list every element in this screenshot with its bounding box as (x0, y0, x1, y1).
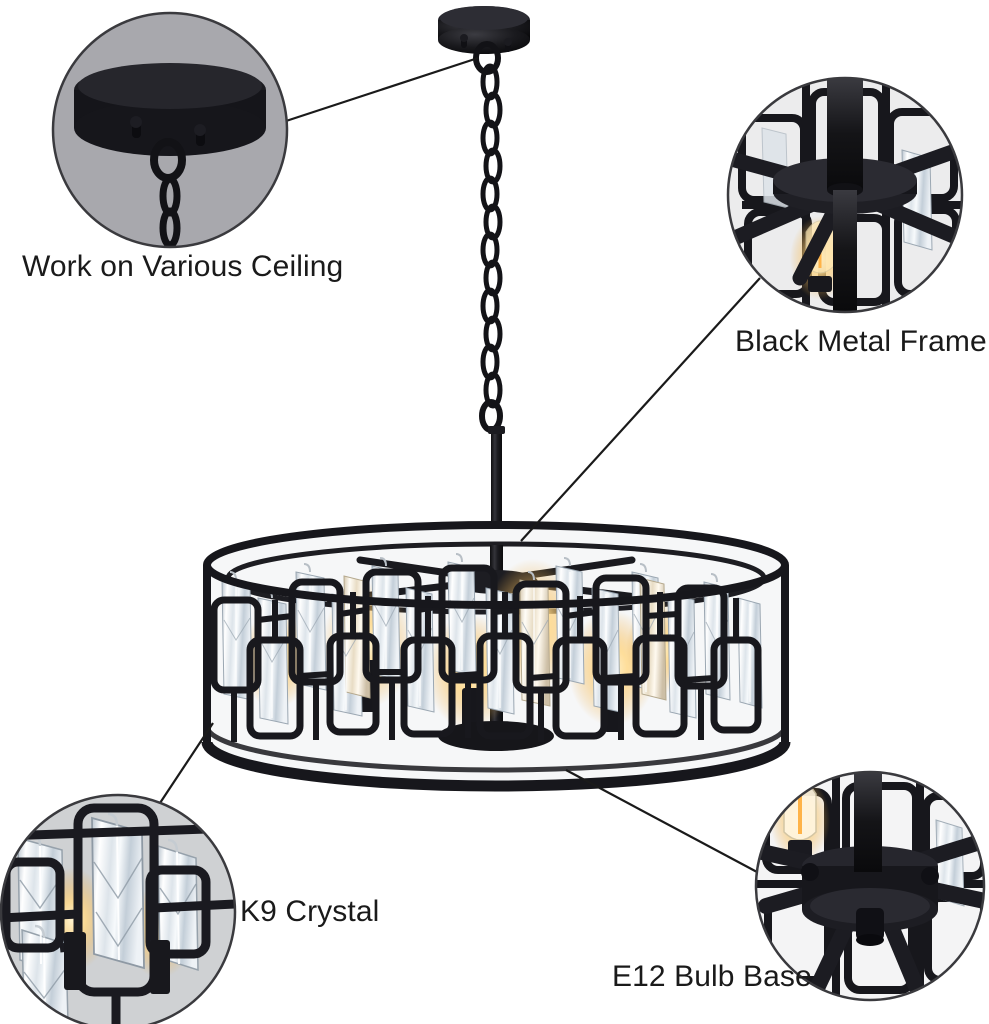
leader-line-bulb (565, 769, 758, 873)
leader-line-crystal (159, 722, 214, 804)
callout-circle-frame (726, 76, 964, 314)
callout-label-bulb: E12 Bulb Base (612, 960, 812, 993)
support-rod (488, 426, 505, 548)
callout-circle-bulb (754, 770, 986, 1002)
frame-connectors (231, 592, 739, 742)
drum-shade (201, 521, 791, 792)
callout-circle-ceiling (51, 11, 289, 249)
callout-circle-crystal (0, 793, 237, 1024)
ceiling-canopy (438, 6, 530, 75)
leader-lines (159, 56, 761, 873)
leader-line-frame (520, 277, 761, 542)
callout-label-ceiling: Work on Various Ceiling (22, 250, 344, 283)
callout-label-crystal: K9 Crystal (240, 895, 380, 928)
suspension-chain (479, 63, 503, 433)
callout-label-frame: Black Metal Frame (735, 325, 987, 358)
leader-line-ceiling (282, 56, 479, 124)
